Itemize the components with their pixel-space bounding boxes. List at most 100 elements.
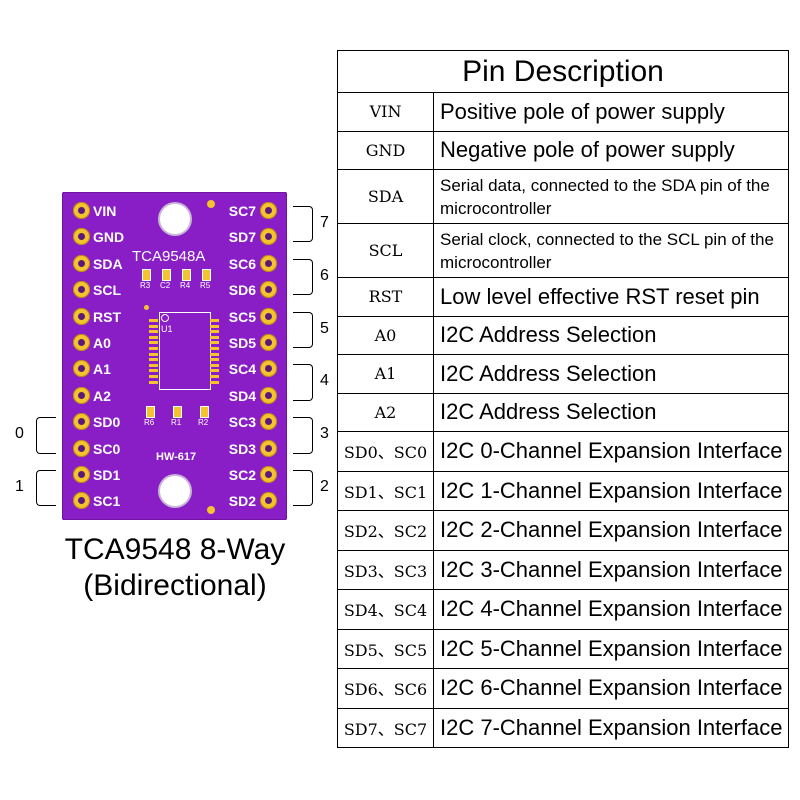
pad-sc6 (260, 254, 277, 272)
pin-description-cell: Low level effective RST reset pin (433, 277, 789, 317)
pin-description-cell: I2C 6-Channel Expansion Interface (433, 668, 789, 709)
chip-pin-right (210, 369, 219, 373)
pin-description-cell: I2C 1-Channel Expansion Interface (433, 470, 789, 511)
ic-chip (149, 312, 219, 390)
component-r4 (182, 269, 191, 281)
chip-pin-right (210, 335, 219, 339)
channel-number-1: 1 (15, 478, 24, 495)
pad-a0 (73, 334, 90, 351)
chip-pin-right (210, 352, 219, 356)
pad-sd5 (260, 334, 277, 351)
pin-label-sd5: SD5 (228, 335, 256, 351)
table-title: Pin Description (337, 50, 789, 93)
pad-gnd (73, 228, 90, 246)
pin-name-cell: A2 (337, 392, 434, 432)
pad-sc0 (73, 439, 90, 457)
chip-pin-left (149, 369, 158, 373)
component-label-r1: R1 (171, 418, 182, 427)
channel-number-2: 2 (320, 478, 329, 495)
pin-description-cell: I2C Address Selection (433, 315, 789, 355)
pin-name-cell: SD7、SC7 (337, 707, 434, 748)
chip-pin-right (210, 341, 219, 345)
chip-ref-label: U1 (161, 324, 173, 334)
chip-pin-right (210, 358, 219, 362)
component-label-r5: R5 (200, 281, 211, 290)
pin-description-cell: I2C Address Selection (433, 354, 789, 394)
chip-pin-right (210, 347, 219, 350)
pad-sc3 (260, 413, 277, 431)
pin-label-sd3: SD3 (228, 440, 256, 457)
bracket-channel-3 (293, 417, 313, 454)
pin-label-sc1: SC1 (93, 493, 121, 510)
pad-vin (73, 202, 90, 219)
pin-name-cell: SD0、SC0 (337, 431, 434, 472)
channel-number-5: 5 (320, 319, 329, 337)
channel-number-0: 0 (15, 425, 24, 443)
chip-pin-left (149, 319, 158, 322)
pin-description-cell: I2C 0-Channel Expansion Interface (433, 431, 789, 472)
component-label-r6: R6 (144, 418, 155, 427)
pin-description-cell: I2C 2-Channel Expansion Interface (433, 510, 789, 551)
caption-line-1: TCA9548 8-Way (64, 533, 286, 566)
chip-pin-right (210, 319, 219, 322)
pad-sd6 (260, 281, 277, 299)
pin-description-cell: I2C Address Selection (433, 392, 789, 432)
model-label: HW-617 (156, 451, 197, 463)
bracket-channel-2 (293, 470, 313, 507)
chip-pin-right (210, 324, 219, 328)
component-r6 (146, 406, 155, 418)
pad-sd4 (260, 386, 277, 404)
pin-label-sc3: SC3 (228, 414, 256, 431)
pin-label-a2: A2 (93, 387, 111, 404)
component-label-c2: C2 (160, 281, 171, 290)
chip-pin-right (210, 363, 219, 367)
pin-label-vin: VIN (93, 203, 117, 219)
channel-number-4: 4 (320, 372, 329, 390)
pin-description-cell: Serial clock, connected to the SCL pin o… (433, 223, 789, 278)
pin-label-gnd: GND (93, 229, 125, 246)
mounting-hole-top (160, 204, 190, 234)
bracket-channel-6 (293, 258, 313, 296)
pin-label-sc5: SC5 (228, 308, 256, 325)
component-r5 (202, 269, 211, 281)
bracket-channel-5 (293, 311, 313, 348)
pad-scl (73, 281, 90, 299)
chip-pin-left (149, 335, 158, 339)
component-label-r4: R4 (180, 281, 191, 290)
pin-name-cell: RST (337, 277, 434, 317)
pin-label-sd6: SD6 (228, 282, 256, 299)
pin-description-cell: Negative pole of power supply (433, 130, 789, 170)
board-caption: TCA9548 8-Way (Bidirectional) (10, 532, 340, 604)
pin-name-cell: SD6、SC6 (337, 668, 434, 709)
pin-label-rst: RST (93, 308, 121, 325)
pin-label-sc0: SC0 (93, 440, 121, 457)
pin-name-cell: SD2、SC2 (337, 510, 434, 551)
component-c2 (162, 269, 171, 281)
pin-label-sd4: SD4 (228, 387, 256, 404)
chip-pin-left (149, 352, 158, 356)
chip-pin-left (149, 330, 158, 334)
chip-pin-right (210, 375, 219, 378)
pin-name-cell: SCL (337, 223, 434, 278)
pad-sc1 (73, 492, 90, 510)
component-r3 (142, 269, 151, 281)
via-bottom (207, 506, 215, 514)
pin-label-sd7: SD7 (228, 229, 256, 246)
pin1-marker (161, 314, 169, 322)
pin-name-cell: A0 (337, 315, 434, 355)
component-label-r2: R2 (198, 418, 209, 427)
